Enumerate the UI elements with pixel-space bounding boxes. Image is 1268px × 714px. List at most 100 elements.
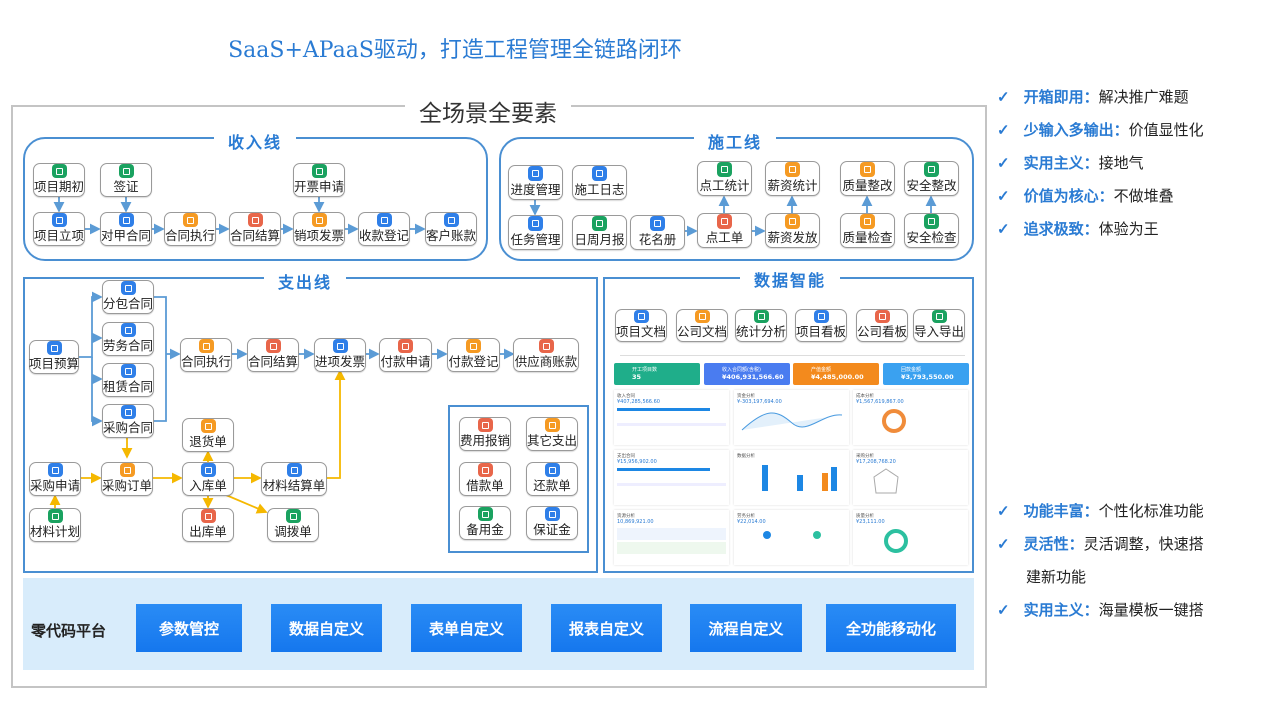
check-icon: ✓ <box>997 502 1010 520</box>
dashboard-panel: 资金分析¥-303,197,694.00 <box>734 390 849 445</box>
node-label: 劳务合同 <box>103 338 154 353</box>
flow-node[interactable]: 质量整改 <box>840 161 895 196</box>
flow-node[interactable]: 费用报销 <box>459 417 511 451</box>
flow-node[interactable]: 统计分析 <box>735 309 787 342</box>
platform-button[interactable]: 数据自定义 <box>271 604 382 652</box>
module-icon <box>633 310 649 323</box>
flow-node[interactable]: 进项发票 <box>314 338 366 372</box>
platform-button[interactable]: 表单自定义 <box>411 604 522 652</box>
bullet-key: 实用主义： <box>1023 601 1099 619</box>
flow-node[interactable]: 材料计划 <box>29 508 81 542</box>
module-icon <box>118 164 134 178</box>
platform-button[interactable]: 流程自定义 <box>690 604 802 652</box>
flow-node[interactable]: 还款单 <box>526 462 578 496</box>
bullet-key: 少输入多输出： <box>1023 121 1129 139</box>
flow-node[interactable]: 退货单 <box>182 418 234 452</box>
panel-value: 10,869,921.00 <box>617 519 654 525</box>
flow-node[interactable]: 项目期初 <box>33 163 85 197</box>
flow-node[interactable]: 材料结算单 <box>261 462 327 496</box>
flow-node[interactable]: 分包合同 <box>102 280 154 314</box>
module-icon <box>47 463 63 477</box>
flow-node[interactable]: 合同执行 <box>164 212 216 246</box>
platform-button[interactable]: 参数管控 <box>136 604 242 652</box>
flow-node[interactable]: 项目预算 <box>29 340 79 374</box>
node-label: 公司文档 <box>677 324 728 339</box>
flow-node[interactable]: 供应商账款 <box>513 338 579 372</box>
module-icon <box>265 339 281 353</box>
module-icon <box>200 419 216 433</box>
panel-title: 数据分析 <box>737 454 755 459</box>
panel-value: ¥1,567,619,867.00 <box>856 399 904 405</box>
bullet-text: 解决推广难题 <box>1098 88 1189 106</box>
flow-node[interactable]: 出库单 <box>182 508 234 542</box>
flow-node[interactable]: 项目看板 <box>795 309 847 342</box>
flow-node[interactable]: 导入导出 <box>913 309 965 342</box>
dashboard-panel: 质量分析¥23,111.00 <box>853 510 968 565</box>
flow-node[interactable]: 对甲合同 <box>100 212 152 246</box>
flow-node[interactable]: 点工统计 <box>697 161 752 196</box>
node-label: 借款单 <box>466 478 504 493</box>
module-icon <box>544 507 560 521</box>
flow-node[interactable]: 合同执行 <box>180 338 232 372</box>
flow-node[interactable]: 销项发票 <box>293 212 345 246</box>
platform-button[interactable]: 报表自定义 <box>551 604 662 652</box>
flow-node[interactable]: 进度管理 <box>508 165 563 200</box>
flow-node[interactable]: 保证金 <box>526 506 578 540</box>
flow-node[interactable]: 调拨单 <box>267 508 319 542</box>
flow-node[interactable]: 施工日志 <box>572 165 627 200</box>
flow-node[interactable]: 点工单 <box>697 213 752 248</box>
node-label: 备用金 <box>466 522 504 537</box>
flow-node[interactable]: 薪资统计 <box>765 161 820 196</box>
node-label: 材料结算单 <box>262 478 326 493</box>
flow-node[interactable]: 其它支出 <box>526 417 578 451</box>
flow-node[interactable]: 开票申请 <box>293 163 345 197</box>
flow-node[interactable]: 项目文档 <box>615 309 667 342</box>
flow-node[interactable]: 任务管理 <box>508 215 563 250</box>
node-label: 统计分析 <box>736 324 787 339</box>
module-icon <box>182 213 198 227</box>
flow-node[interactable]: 公司文档 <box>676 309 728 342</box>
flow-node[interactable]: 公司看板 <box>856 309 908 342</box>
panel-value: ¥15,956,902.00 <box>617 459 657 465</box>
module-icon <box>860 162 875 177</box>
node-label: 施工日志 <box>574 182 625 197</box>
flow-node[interactable]: 安全整改 <box>904 161 959 196</box>
panel-title: 劳务分析 <box>737 514 755 519</box>
module-icon <box>477 463 493 477</box>
flow-node[interactable]: 采购合同 <box>102 404 154 438</box>
platform-button[interactable]: 全功能移动化 <box>826 604 956 652</box>
flow-node[interactable]: 合同结算 <box>229 212 281 246</box>
module-icon <box>860 214 875 229</box>
flow-node[interactable]: 采购申请 <box>29 462 81 496</box>
flow-node[interactable]: 付款登记 <box>447 338 500 372</box>
module-icon <box>544 418 560 432</box>
flow-node[interactable]: 质量检查 <box>840 213 895 248</box>
module-icon <box>753 310 769 323</box>
flow-node[interactable]: 入库单 <box>182 462 234 496</box>
flow-node[interactable]: 劳务合同 <box>102 322 154 356</box>
module-icon <box>198 339 214 353</box>
flow-node[interactable]: 签证 <box>100 163 152 197</box>
flow-node[interactable]: 付款申请 <box>379 338 432 372</box>
flow-node[interactable]: 项目立项 <box>33 212 85 246</box>
flow-node[interactable]: 收款登记 <box>358 212 410 246</box>
flow-node[interactable]: 合同结算 <box>247 338 299 372</box>
flow-node[interactable]: 客户账款 <box>425 212 477 246</box>
flow-node[interactable]: 采购订单 <box>101 462 153 496</box>
flow-node[interactable]: 薪资发放 <box>765 213 820 248</box>
node-label: 任务管理 <box>510 232 561 247</box>
node-label: 出库单 <box>189 524 227 539</box>
module-icon <box>247 213 263 227</box>
flow-node[interactable]: 备用金 <box>459 506 511 540</box>
flow-node[interactable]: 借款单 <box>459 462 511 496</box>
node-label: 对甲合同 <box>101 228 152 243</box>
flow-node[interactable]: 日周月报 <box>572 215 627 250</box>
flow-node[interactable]: 租赁合同 <box>102 363 154 397</box>
module-icon <box>717 162 732 177</box>
module-icon <box>311 164 327 178</box>
node-label: 付款申请 <box>380 354 431 369</box>
flow-node[interactable]: 安全检查 <box>904 213 959 248</box>
kpi-value: ¥4,485,000.00 <box>811 373 864 381</box>
flow-node[interactable]: 花名册 <box>630 215 685 250</box>
